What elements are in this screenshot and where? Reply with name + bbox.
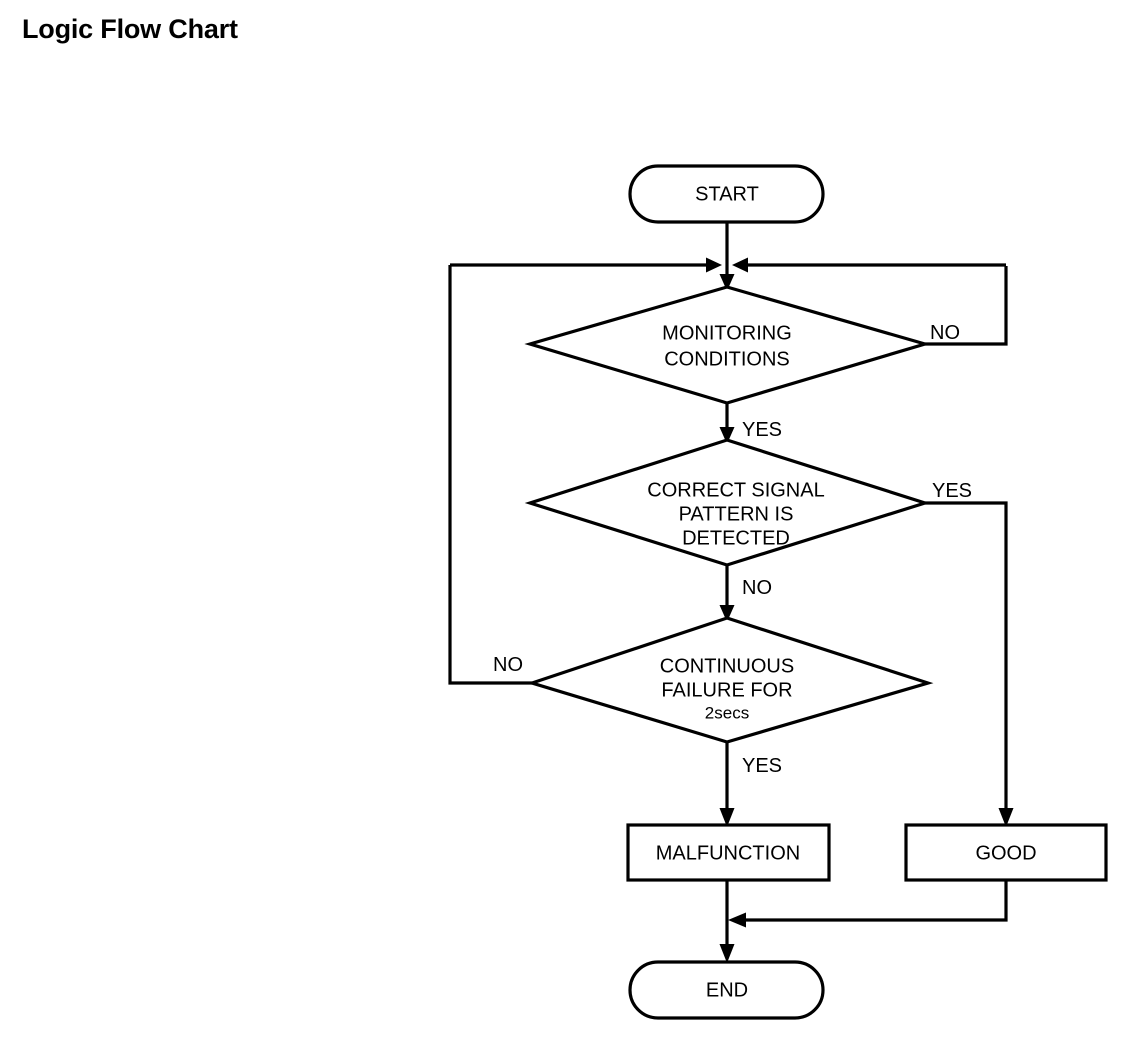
node-start-label: START: [695, 183, 759, 205]
node-pattern-label-line3: DETECTED: [682, 527, 790, 549]
edge-start-to-junction: [719, 222, 735, 291]
node-pattern-label-line2: PATTERN IS: [679, 503, 794, 525]
edge-label-monitoring-no: NO: [930, 322, 960, 344]
node-continuous-failure[interactable]: CONTINUOUS FAILURE FOR 2secs: [526, 616, 934, 744]
node-malfunction[interactable]: MALFUNCTION: [626, 823, 831, 882]
edge-monitoring-no: [925, 266, 1008, 346]
node-start[interactable]: START: [628, 164, 825, 224]
edge-label-failure-yes: YES: [742, 755, 782, 777]
edge-failure-yes: [719, 742, 735, 827]
edge-pattern-yes: [925, 501, 1014, 827]
edge-junction-left-inflow: [450, 257, 722, 273]
edge-label-failure-no: NO: [493, 654, 523, 676]
edge-label-monitoring-yes: YES: [742, 419, 782, 441]
node-failure-label-line1: CONTINUOUS: [660, 655, 794, 677]
node-correct-signal-pattern[interactable]: CORRECT SIGNAL PATTERN IS DETECTED: [524, 438, 931, 567]
node-failure-label-line3: 2secs: [705, 703, 749, 722]
edge-malfunction-to-end: [719, 880, 735, 963]
node-malfunction-label: MALFUNCTION: [656, 842, 800, 864]
node-monitoring-label-line1: MONITORING: [662, 322, 792, 344]
edge-good-to-end: [728, 880, 1008, 928]
node-end[interactable]: END: [628, 960, 825, 1020]
edge-pattern-no: [719, 565, 735, 622]
node-monitoring-conditions[interactable]: MONITORING CONDITIONS: [524, 285, 931, 405]
node-pattern-label-line1: CORRECT SIGNAL: [647, 479, 824, 501]
edge-junction-right-inflow: [732, 257, 1006, 273]
node-good-label: GOOD: [975, 842, 1036, 864]
node-failure-label-line2: FAILURE FOR: [661, 679, 792, 701]
node-monitoring-label-line2: CONDITIONS: [664, 348, 790, 370]
edge-failure-no: [448, 265, 532, 685]
edge-label-pattern-yes: YES: [932, 480, 972, 502]
edge-label-pattern-no: NO: [742, 577, 772, 599]
node-end-label: END: [706, 979, 748, 1001]
node-good[interactable]: GOOD: [904, 823, 1108, 882]
edge-monitoring-yes: [719, 403, 735, 444]
page-title: Logic Flow Chart: [22, 14, 238, 44]
